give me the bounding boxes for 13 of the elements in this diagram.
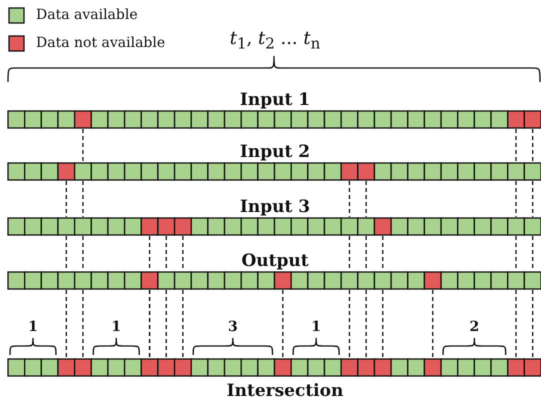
- row-title: Input 1: [240, 92, 310, 109]
- count-label: 1: [111, 320, 122, 334]
- row-title: Input 3: [240, 199, 310, 216]
- count-label: 1: [311, 320, 322, 334]
- legend-label: Data available: [36, 8, 138, 22]
- count-label: 3: [228, 320, 238, 334]
- count-label: 2: [470, 320, 480, 334]
- time-range-label: t$_{1}$, t$_{2}$ ... t$_{n}$: [230, 30, 320, 52]
- row-title: Output: [241, 253, 309, 270]
- row-title: Intersection: [226, 383, 344, 400]
- legend-label: Data not available: [36, 36, 166, 50]
- row-title: Input 2: [240, 144, 310, 161]
- count-label: 1: [28, 320, 38, 334]
